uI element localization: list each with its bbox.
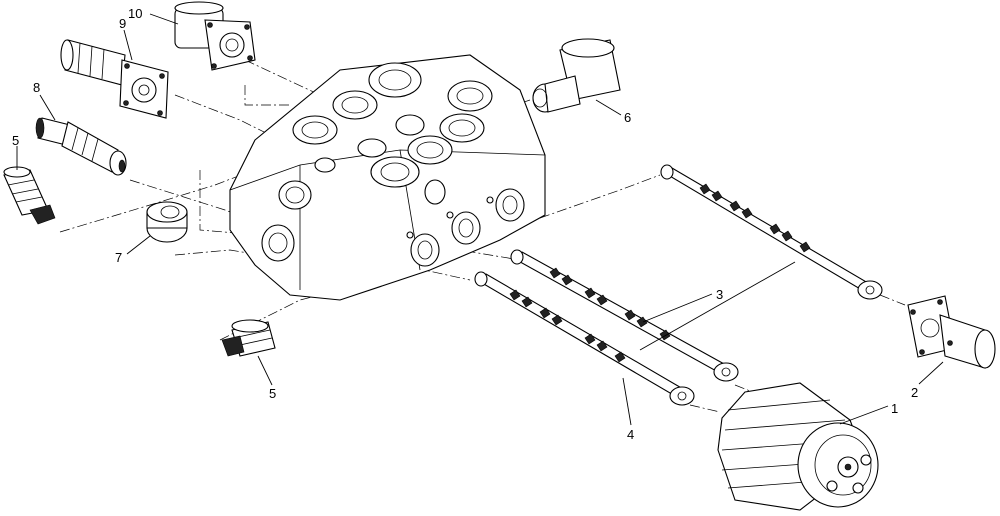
cartridge-part-9: [60, 39, 169, 119]
callout-3: 3: [716, 287, 723, 302]
cartridge-part-8: [35, 117, 127, 176]
spool-rings-middle: [549, 267, 671, 341]
plug-part-7: [146, 201, 188, 243]
callout-7: 7: [115, 250, 122, 265]
callout-5-upper: 5: [12, 133, 19, 148]
callout-labels: 10 9 8 5 7 5 6 3 4 1 2: [12, 6, 918, 442]
spool-rings-upper: [699, 183, 811, 253]
fitting-part-6: [532, 38, 621, 113]
valve-body: [229, 54, 546, 301]
check-valve-part-5-lower: [221, 319, 276, 357]
check-valve-part-5-upper: [3, 166, 56, 225]
solenoid-part-2: [907, 295, 996, 369]
callout-1: 1: [891, 401, 898, 416]
spool-rings-lower: [509, 289, 626, 363]
spool-part-4-lower: [474, 271, 695, 406]
callout-8: 8: [33, 80, 40, 95]
spool-part-3-middle: [510, 249, 739, 382]
callout-9: 9: [119, 16, 126, 31]
boot-actuator-part-1: [717, 382, 879, 511]
callout-4: 4: [627, 427, 634, 442]
callout-10: 10: [128, 6, 142, 21]
callout-6: 6: [624, 110, 631, 125]
spool-part-3-upper: [660, 164, 883, 300]
callout-5-lower: 5: [269, 386, 276, 401]
callout-2: 2: [911, 385, 918, 400]
solenoid-part-10: [174, 1, 256, 71]
leader-lines: [16, 13, 944, 426]
